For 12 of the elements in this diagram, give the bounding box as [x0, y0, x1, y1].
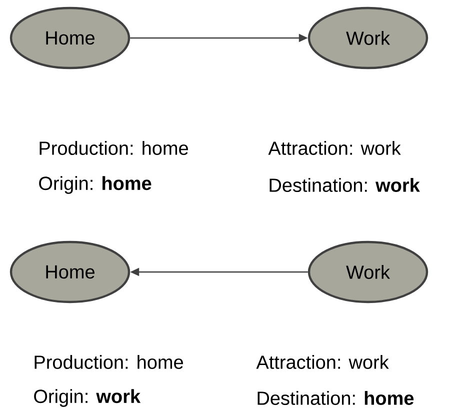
- ellipse-node: Home: [10, 240, 130, 304]
- role-label: Production: home: [34, 355, 184, 369]
- role-label: Attraction: work: [256, 355, 389, 369]
- role-label: Destination: work: [270, 178, 420, 192]
- ellipse-node: Home: [10, 6, 130, 70]
- role-label: Origin: work: [34, 389, 141, 407]
- role-label: Production: home: [40, 141, 188, 155]
- ellipse-node: Work: [308, 240, 428, 304]
- ellipse-node: Work: [308, 6, 428, 70]
- role-label: Attraction: work: [268, 141, 401, 155]
- role-label: Origin: home: [39, 176, 152, 194]
- role-label: Destination: home: [258, 391, 414, 405]
